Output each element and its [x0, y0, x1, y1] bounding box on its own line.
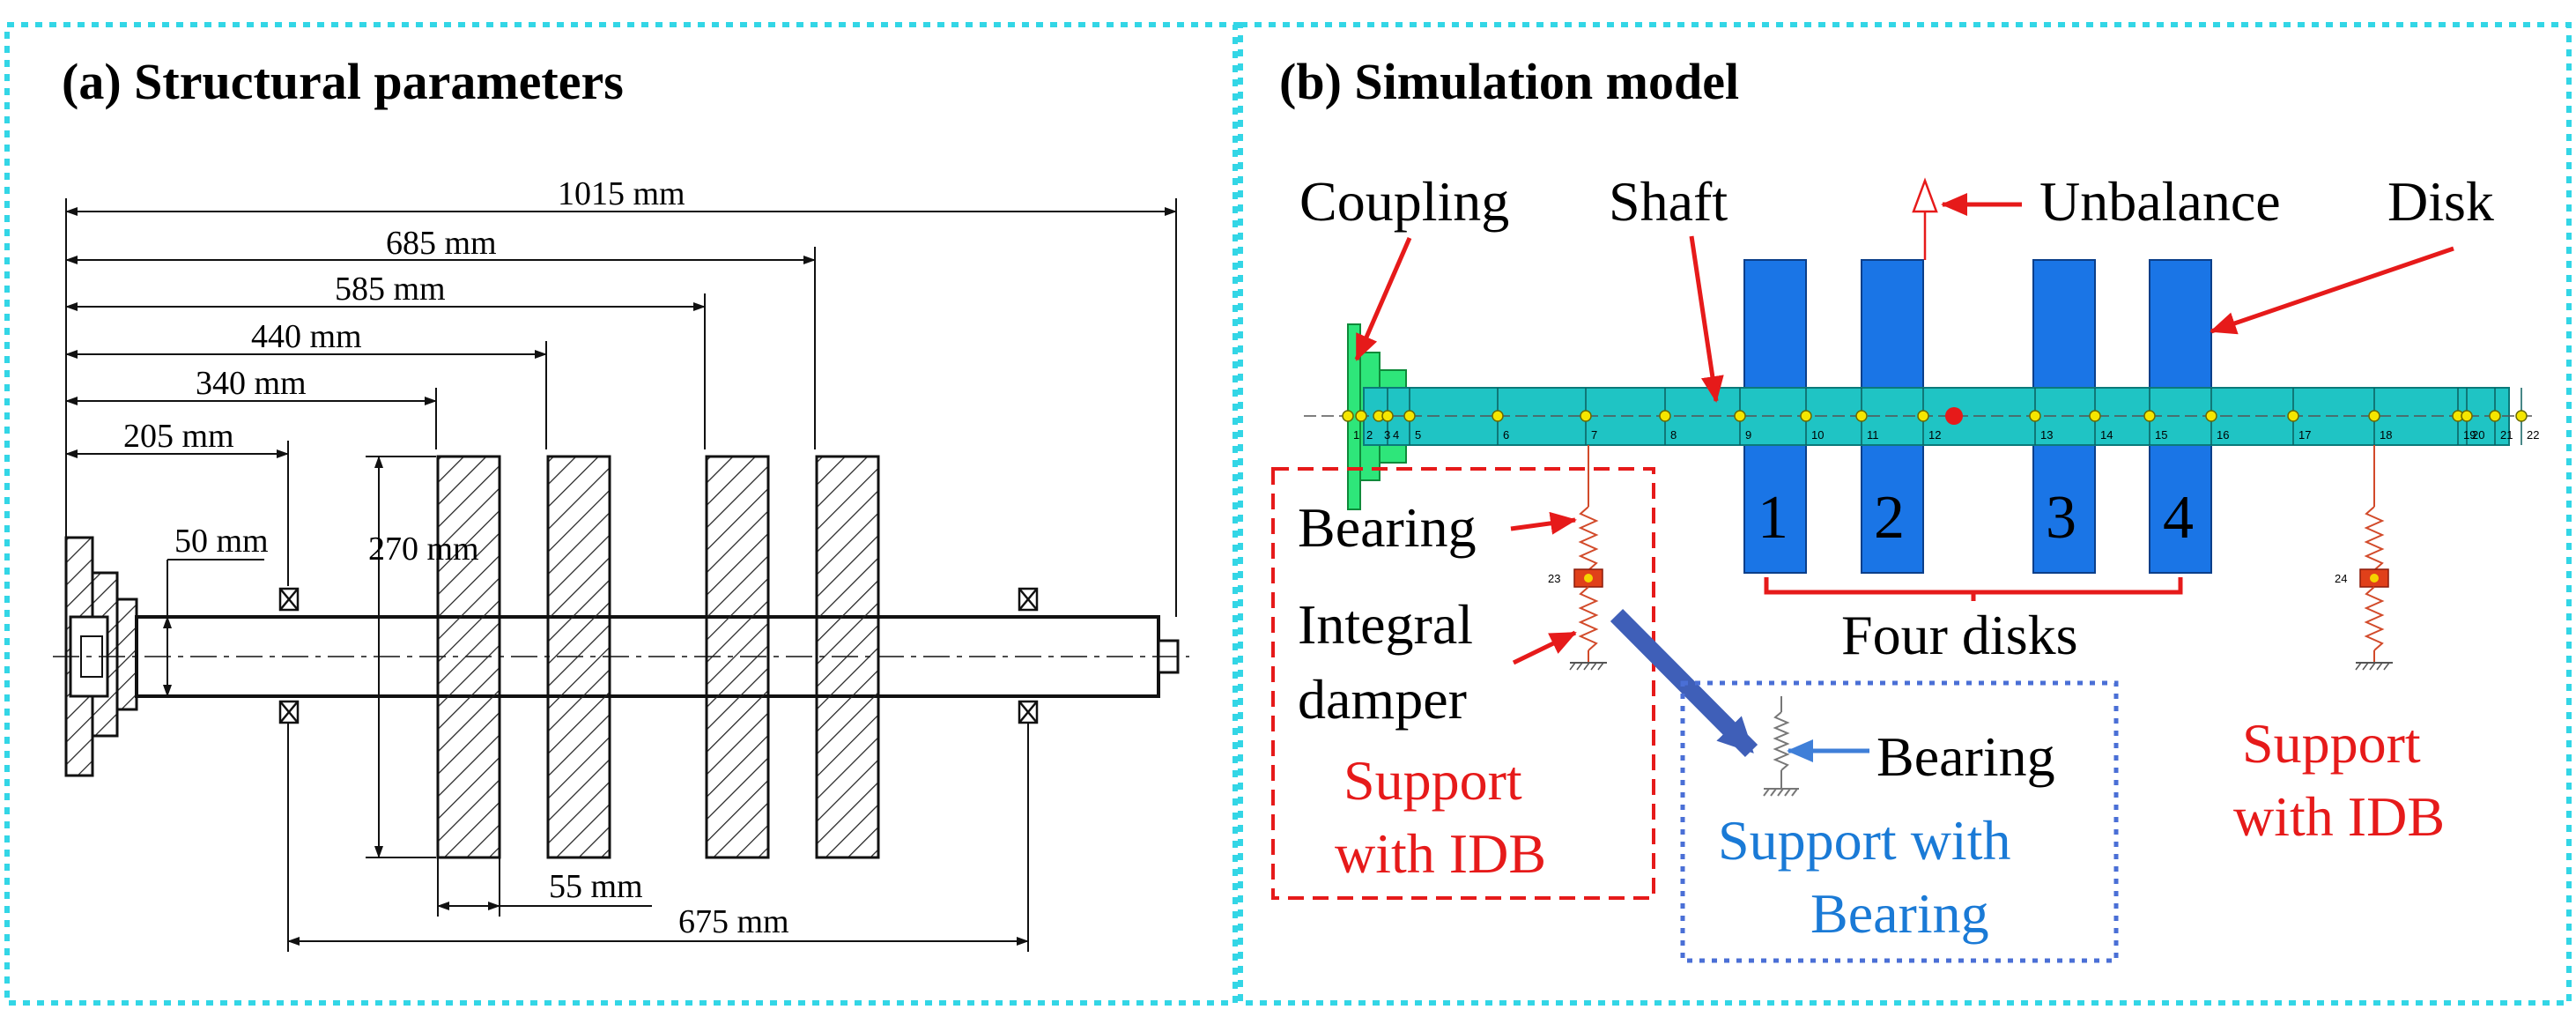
shaft-node-dot	[1580, 410, 1592, 422]
label-support-idb-left-1: Support	[1344, 749, 1522, 812]
shaft-node-label: 10	[1811, 428, 1824, 442]
shaft-node-dot	[2461, 410, 2473, 422]
shaft-node-dot	[1492, 410, 1504, 422]
shaft-node-dot	[1917, 410, 1929, 422]
shaft-node-dot	[2368, 410, 2380, 422]
shaft-node-dot	[1855, 410, 1868, 422]
label-support-idb-left-2: with IDB	[1335, 822, 1546, 885]
label-support-bearing-1: Support with	[1718, 809, 2010, 872]
shaft-node-dot	[1800, 410, 1812, 422]
panel-b-title: (b) Simulation model	[1279, 53, 1739, 110]
shaft-node-label: 3	[1384, 428, 1390, 442]
shaft-node-dot	[2029, 410, 2041, 422]
shaft-node-dot	[1734, 410, 1746, 422]
frame-panel-a	[4, 22, 1238, 1006]
label-four-disks: Four disks	[1841, 604, 2078, 666]
dim-340: 340 mm	[196, 365, 307, 402]
shaft-node-dot	[2205, 410, 2217, 422]
disk-drawing-1	[436, 455, 501, 859]
shaft-node-label: 2	[1366, 428, 1373, 442]
shaft-node-label: 11	[1867, 428, 1879, 442]
dim-685: 685 mm	[386, 225, 497, 262]
unbalance-marker	[1945, 407, 1963, 425]
shaft-node-label: 17	[2298, 428, 2311, 442]
label-support-idb-right-1: Support	[2242, 712, 2421, 775]
annotation-arrows	[1354, 193, 2454, 665]
label-bearing-left: Bearing	[1298, 496, 1477, 559]
shaft-node-label: 21	[2500, 428, 2513, 442]
shaft-node-label: 9	[1745, 428, 1751, 442]
disk-drawing-2	[546, 455, 611, 859]
dim-50: 50 mm	[174, 523, 269, 560]
disk-number-1: 1	[1758, 484, 1788, 552]
label-integral: Integral	[1298, 593, 1473, 656]
shaft-node-dot	[1355, 410, 1367, 422]
support-bearing-box	[1680, 680, 2119, 963]
label-support-bearing-2: Bearing	[1810, 882, 1989, 945]
disk-number-3: 3	[2046, 484, 2076, 552]
shaft-node-dot	[1381, 410, 1394, 422]
shaft-node-dot	[1403, 410, 1416, 422]
spring-right: 24	[2335, 445, 2393, 671]
disk-drawing-3	[705, 455, 770, 859]
four-disks-bracket	[1764, 577, 2183, 601]
shaft-node-label: 15	[2155, 428, 2167, 442]
label-bearing-inset: Bearing	[1876, 725, 2055, 788]
dim-440: 440 mm	[251, 318, 362, 355]
shaft-node-label: 8	[1670, 428, 1677, 442]
shaft-node-label: 13	[2040, 428, 2053, 442]
shaft-node-label: 20	[2472, 428, 2484, 442]
dim-205: 205 mm	[123, 418, 234, 455]
unbalance-arrowhead	[1912, 177, 1938, 213]
label-shaft: Shaft	[1609, 170, 1728, 233]
spring-left: 23	[1548, 445, 1607, 671]
shaft-node-dot	[1659, 410, 1671, 422]
shaft-node-dot	[1342, 410, 1354, 422]
dim-585: 585 mm	[335, 271, 446, 308]
label-unbalance: Unbalance	[2039, 170, 2281, 233]
disk-number-4: 4	[2163, 484, 2194, 552]
shaft-node-label: 22	[2527, 428, 2539, 442]
shaft-node-dot	[2143, 410, 2156, 422]
support-idb-box	[1271, 467, 1655, 900]
shaft-node-label: 6	[1503, 428, 1509, 442]
support-node-left: 23	[1548, 572, 1560, 585]
label-damper: damper	[1298, 668, 1467, 731]
dim-1015: 1015 mm	[558, 175, 685, 212]
dim-675: 675 mm	[678, 903, 789, 940]
label-disk: Disk	[2387, 170, 2494, 233]
shaft-node-dot	[2089, 410, 2101, 422]
frame-panel-b	[1238, 22, 2572, 1006]
shaft-node-label: 18	[2380, 428, 2392, 442]
shaft-node-dot	[2287, 410, 2299, 422]
disk-number-2: 2	[1874, 484, 1905, 552]
label-coupling: Coupling	[1299, 170, 1509, 233]
disk-drawing-4	[815, 455, 880, 859]
shaft-node-label: 4	[1393, 428, 1399, 442]
shaft-node-label: 1	[1353, 428, 1359, 442]
shaft-node-label: 7	[1591, 428, 1597, 442]
dim-55: 55 mm	[549, 868, 643, 905]
dim-270: 270 mm	[368, 531, 479, 568]
shaft-node-dot	[2515, 410, 2528, 422]
shaft-node-label: 5	[1415, 428, 1421, 442]
inset-spring	[1763, 696, 1799, 797]
shaft-node-dot	[2489, 410, 2501, 422]
panel-a-title: (a) Structural parameters	[62, 53, 624, 110]
dimension-lines	[65, 198, 1177, 617]
shaft-node-label: 12	[1928, 428, 1941, 442]
support-node-right: 24	[2335, 572, 2347, 585]
shaft-node-label: 14	[2100, 428, 2113, 442]
shaft-node-label: 16	[2217, 428, 2229, 442]
panel-a: (a) Structural parameters 1015 mm 685 mm…	[53, 53, 1189, 952]
shaft-node-label: 19	[2463, 428, 2476, 442]
bearing-right-drawing	[1018, 587, 1039, 724]
disk-drawings	[436, 455, 880, 859]
label-support-idb-right-2: with IDB	[2233, 785, 2445, 848]
